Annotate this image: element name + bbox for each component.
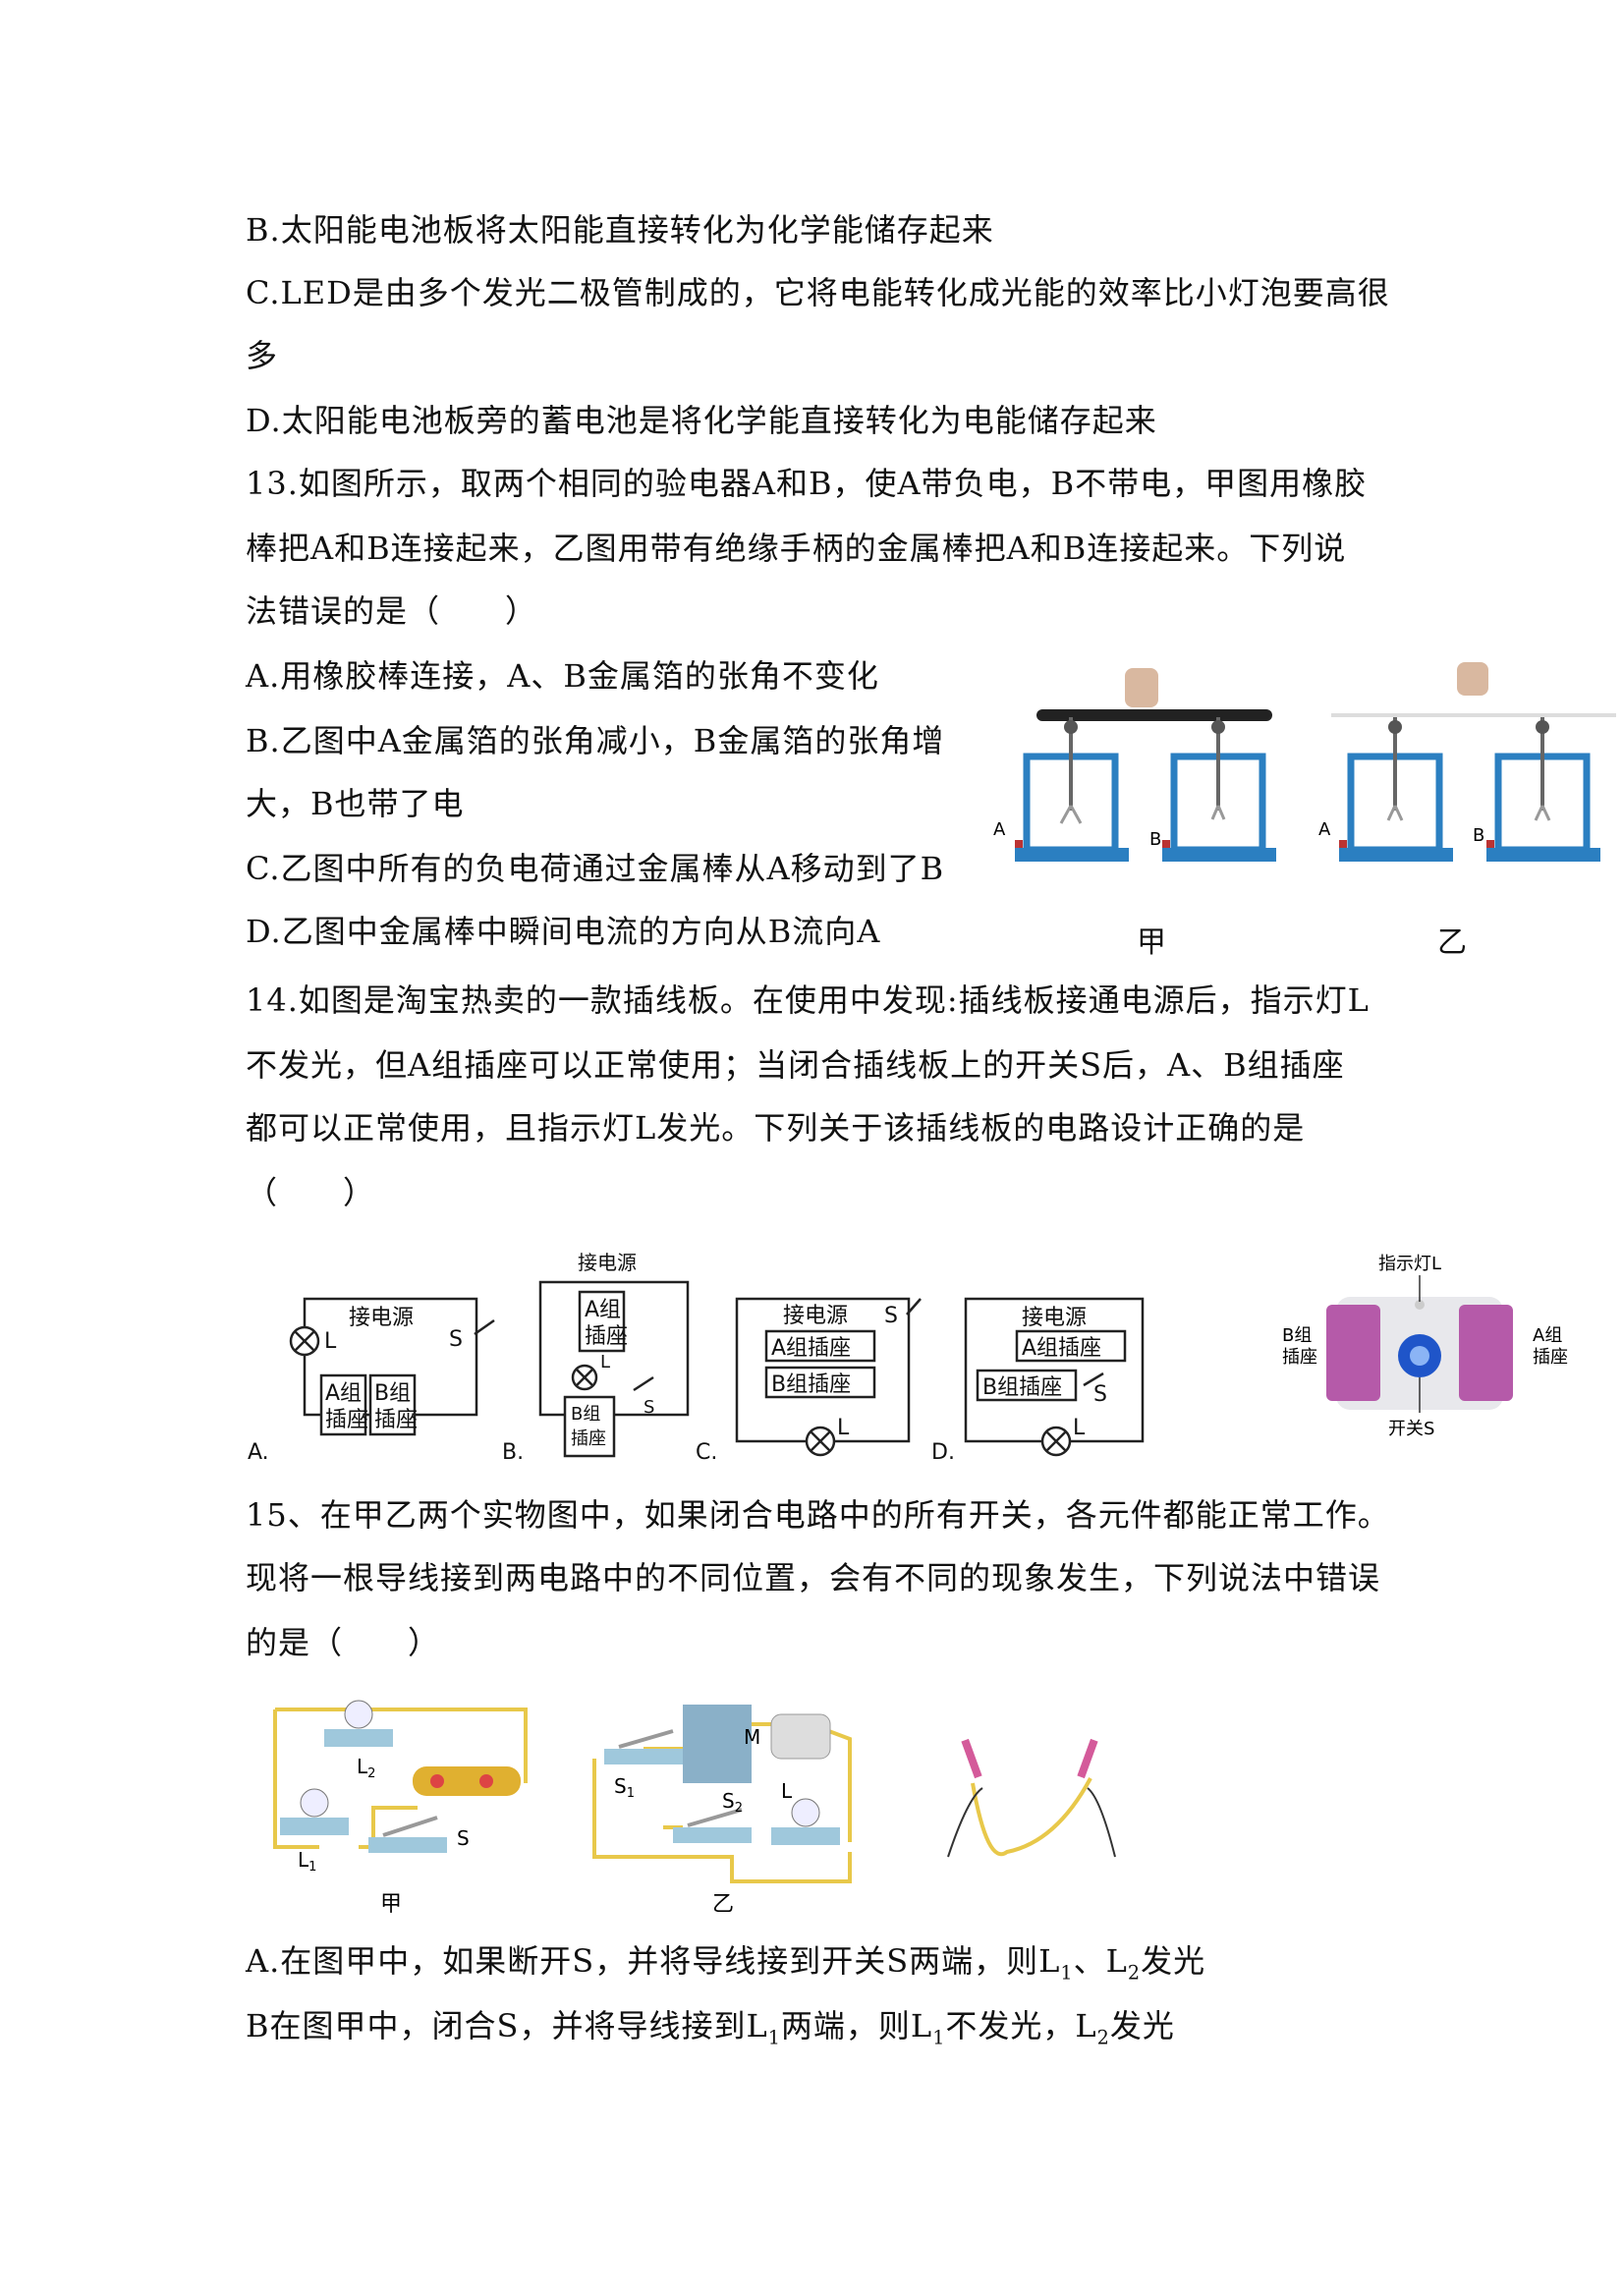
photo-a-group-1: A组 (1533, 1325, 1562, 1346)
photo-b-group-2: 插座 (1282, 1347, 1317, 1368)
label-b-jia: B (1149, 829, 1161, 850)
electroscope-figure: A B A B (987, 658, 1616, 953)
c-agroup: A组插座 (771, 1336, 851, 1361)
q13-stem-line2: 棒把A和B连接起来，乙图用带有绝缘手柄的金属棒把A和B连接起来。下列说 (246, 530, 1347, 567)
circuit-a (289, 1297, 495, 1436)
yi-S2: S2 (722, 1789, 743, 1816)
circuit-yi: M S1 S2 L 乙 (592, 1705, 852, 1917)
a-bgroup-1: B组 (374, 1381, 411, 1406)
q12-option-b: B.太阳能电池板将太阳能直接转化为化学能储存起来 (246, 211, 994, 249)
q15-stem-line2: 现将一根导线接到两电路中的不同位置，会有不同的现象发生，下列说法中错误 (246, 1559, 1381, 1596)
q12-option-c-line1: C.LED是由多个发光二极管制成的，它将电能转化成光能的效率比小灯泡要高很 (246, 274, 1390, 311)
yi-L: L (781, 1779, 793, 1803)
q13-stem-line3: 法错误的是（ ） (246, 592, 538, 630)
b-bgroup-2: 插座 (571, 1428, 606, 1449)
q14-stem-line3: 都可以正常使用，且指示灯L发光。下列关于该插线板的电路设计正确的是 (246, 1109, 1306, 1147)
d-switch-S: S (1093, 1382, 1107, 1407)
a-bgroup-2: 插座 (374, 1408, 418, 1432)
label-a-jia: A (993, 819, 1006, 840)
c-switch-S: S (884, 1304, 898, 1328)
q15-stem-line1: 15、在甲乙两个实物图中，如果闭合电路中的所有开关，各元件都能正常工作。 (246, 1496, 1390, 1534)
c-lamp-L: L (837, 1416, 850, 1440)
circuit-d (964, 1297, 1145, 1457)
q13-figure-label-jia: 甲 (1137, 925, 1166, 960)
q14-option-b: B. (502, 1440, 524, 1464)
yi-S2-sub: 2 (735, 1801, 743, 1816)
a-power-label: 接电源 (349, 1306, 414, 1330)
b-agroup-1: A组 (585, 1298, 621, 1322)
q14-stem-line1: 14.如图是淘宝热卖的一款插线板。在使用中发现:插线板接通电源后，指示灯L (246, 981, 1370, 1019)
photo-switch-label: 开关S (1388, 1419, 1434, 1439)
q12-option-c-line2: 多 (246, 337, 279, 374)
a-agroup-2: 插座 (325, 1408, 368, 1432)
circuit-c (735, 1297, 922, 1457)
yi-M: M (744, 1725, 760, 1749)
jia-L1-sub: 1 (308, 1860, 316, 1875)
b-lamp-L: L (600, 1352, 610, 1372)
jia-L1: L1 (298, 1848, 316, 1875)
label-a-yi: A (1318, 819, 1331, 840)
yi-S1-sub: 1 (627, 1786, 635, 1801)
q15-figures: L2 L1 S 甲 M S1 S2 L 乙 (260, 1680, 1145, 1917)
photo-a-group-2: 插座 (1533, 1347, 1568, 1368)
circuit-b (538, 1280, 690, 1458)
q13-option-c: C.乙图中所有的负电荷通过金属棒从A移动到了B (246, 850, 945, 887)
b-switch-S: S (644, 1397, 654, 1418)
d-bgroup: B组插座 (982, 1375, 1062, 1400)
q13-figure-label-yi: 乙 (1437, 925, 1467, 960)
d-power-label: 接电源 (1022, 1306, 1087, 1330)
q15-figure-label-jia: 甲 (380, 1892, 402, 1916)
c-bgroup: B组插座 (771, 1372, 851, 1397)
q15-figure-label-yi: 乙 (712, 1892, 734, 1916)
b-bgroup-1: B组 (571, 1404, 600, 1425)
b-power-label: 接电源 (578, 1251, 637, 1274)
wire-with-hands (947, 1738, 1116, 1858)
q14-circuits: 接电源 L S A组 插座 B组 插座 接电源 A组 插座 L B组 插座 S … (241, 1248, 1282, 1465)
a-switch-S: S (449, 1327, 463, 1352)
b-agroup-2: 插座 (585, 1324, 628, 1349)
q12-option-d: D.太阳能电池板旁的蓄电池是将化学能直接转化为电能储存起来 (246, 402, 1157, 439)
q15-option-b: B在图甲中，闭合S，并将导线接到L1两端，则L1不发光，L2发光 (246, 2007, 1175, 2049)
photo-indicator-label: 指示灯L (1378, 1254, 1441, 1274)
q13-option-d: D.乙图中金属棒中瞬间电流的方向从B流向A (246, 913, 881, 950)
d-agroup: A组插座 (1022, 1336, 1101, 1361)
jia-S: S (457, 1826, 470, 1850)
circuit-jia: L2 L1 S 甲 (273, 1700, 528, 1917)
label-b-yi: B (1473, 825, 1484, 846)
c-power-label: 接电源 (783, 1304, 848, 1328)
q13-option-b-line1: B.乙图中A金属箔的张角减小，B金属箔的张角增 (246, 722, 945, 759)
electroscope-jia: A B (993, 668, 1276, 862)
q13-option-a: A.用橡胶棒连接，A、B金属箔的张角不变化 (246, 657, 879, 695)
a-agroup-1: A组 (325, 1381, 362, 1406)
d-lamp-L: L (1073, 1416, 1086, 1440)
q13-option-b-line2: 大，B也带了电 (246, 785, 465, 822)
a-lamp-L: L (324, 1329, 337, 1354)
q14-stem-line4: （ ） (246, 1174, 376, 1211)
jia-L2: L2 (357, 1755, 375, 1781)
q15-stem-line3: 的是（ ） (246, 1624, 441, 1661)
q14-option-d: D. (931, 1440, 955, 1464)
q14-option-c: C. (696, 1440, 717, 1464)
q14-option-a: A. (248, 1440, 269, 1464)
jia-L2-sub: 2 (367, 1766, 375, 1781)
photo-b-group-1: B组 (1282, 1325, 1312, 1346)
q13-stem-line1: 13.如图所示，取两个相同的验电器A和B，使A带负电，B不带电，甲图用橡胶 (246, 465, 1368, 502)
yi-S1: S1 (614, 1774, 635, 1801)
power-strip-photo: 指示灯L 开关S B组 插座 A组 插座 (1267, 1248, 1592, 1444)
q14-stem-line2: 不发光，但A组插座可以正常使用；当闭合插线板上的开关S后，A、B组插座 (246, 1046, 1345, 1084)
electroscope-yi: A B (1318, 662, 1616, 862)
q15-option-a: A.在图甲中，如果断开S，并将导线接到开关S两端，则L1、L2发光 (246, 1942, 1206, 1985)
